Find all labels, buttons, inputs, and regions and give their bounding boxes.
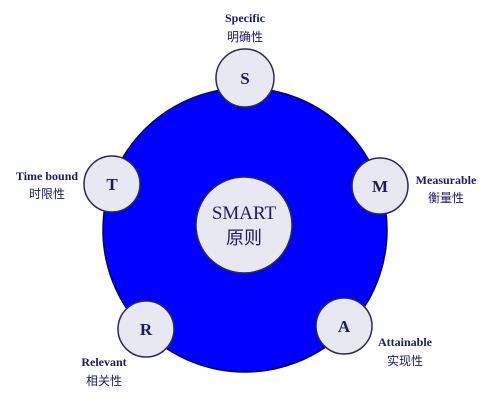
label-time-bound-en: Time bound xyxy=(16,169,78,183)
label-measurable-zh: 衡量性 xyxy=(428,191,464,205)
label-measurable-en: Measurable xyxy=(416,173,477,187)
label-attainable-en: Attainable xyxy=(378,335,433,349)
node-circle-t xyxy=(83,155,141,213)
label-specific-zh: 明确性 xyxy=(227,30,263,44)
label-specific-en: Specific xyxy=(225,11,266,25)
node-letter-a: A xyxy=(338,317,351,336)
node-letter-s: S xyxy=(240,69,249,88)
node-circle-s xyxy=(215,48,275,108)
node-attainable: A Attainable 实现性 xyxy=(315,297,433,368)
label-relevant-en: Relevant xyxy=(81,355,126,369)
label-attainable-zh: 实现性 xyxy=(387,353,423,368)
node-measurable: M Measurable 衡量性 xyxy=(351,157,477,215)
node-specific: S Specific 明确性 xyxy=(215,11,275,108)
node-letter-m: M xyxy=(372,177,388,196)
node-letter-r: R xyxy=(140,320,153,339)
node-circle-r xyxy=(117,300,175,358)
node-relevant: R Relevant 相关性 xyxy=(81,300,175,388)
node-circle-a xyxy=(315,297,373,355)
center-circle xyxy=(195,176,293,274)
center-title: SMART xyxy=(212,203,277,224)
label-relevant-zh: 相关性 xyxy=(86,374,122,388)
center-node: SMART 原则 xyxy=(195,176,293,274)
node-circle-m xyxy=(351,157,409,215)
node-letter-t: T xyxy=(106,175,118,194)
node-time-bound: T Time bound 时限性 xyxy=(16,155,141,213)
center-subtitle: 原则 xyxy=(226,228,262,249)
label-time-bound-zh: 时限性 xyxy=(29,187,65,201)
